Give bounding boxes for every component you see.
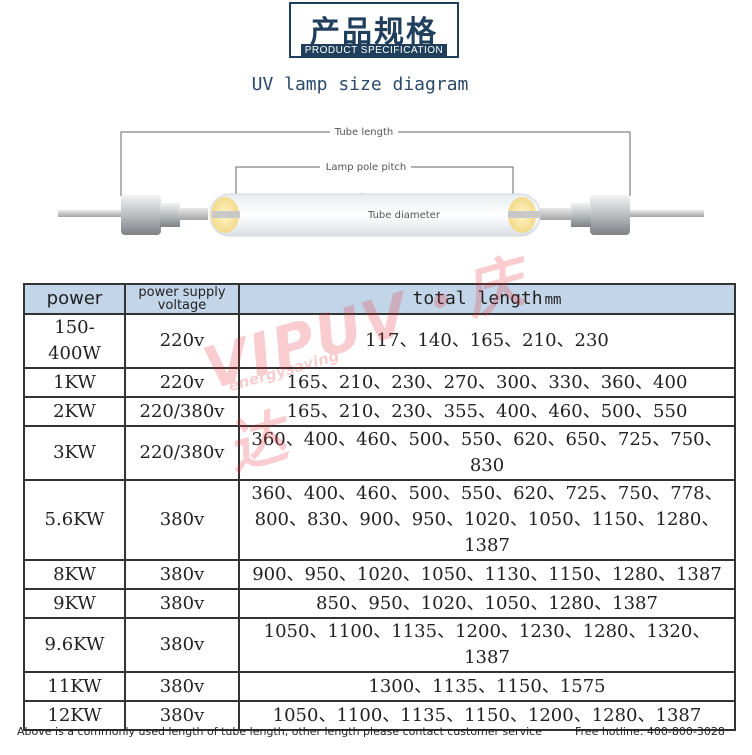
cell-power: 9KW — [23, 588, 126, 619]
cell-voltage: 380v — [124, 559, 240, 590]
cell-voltage: 380v — [124, 700, 240, 731]
cell-voltage: 380v — [124, 617, 240, 673]
cell-lengths: 360、400、460、500、550、620、725、750、778、800、… — [238, 479, 736, 561]
cell-voltage: 220v — [124, 313, 240, 369]
header-title-en: PRODUCT SPECIFICATION — [301, 44, 447, 57]
cell-lengths: 1300、1135、1150、1575 — [238, 671, 736, 702]
cell-lengths: 165、210、230、270、300、330、360、400 — [238, 367, 736, 398]
cell-lengths: 850、950、1020、1050、1280、1387 — [238, 588, 736, 619]
header-voltage: power supply voltage — [124, 283, 240, 315]
cell-lengths: 900、950、1020、1050、1130、1150、1280、1387 — [238, 559, 736, 590]
cell-power: 3KW — [23, 425, 126, 481]
left-cap — [121, 195, 161, 235]
cell-power: 2KW — [23, 396, 126, 427]
dimension-lines — [120, 131, 631, 236]
diagram-title: UV lamp size diagram — [251, 74, 469, 95]
cell-lengths: 165、210、230、355、400、460、500、550 — [238, 396, 736, 427]
cell-lengths: 1050、1100、1135、1150、1200、1280、1387 — [238, 700, 736, 731]
cell-lengths: 117、140、165、210、230 — [238, 313, 736, 369]
label-lamp-pole-pitch: Lamp pole pitch — [326, 162, 406, 173]
cell-power: 150-400W — [23, 313, 126, 369]
header-box: 产品规格 PRODUCT SPECIFICATION — [289, 2, 459, 58]
cell-voltage: 380v — [124, 479, 240, 561]
label-tube-diameter: Tube diameter — [367, 210, 441, 221]
cell-power: 12KW — [23, 700, 126, 731]
cell-power: 8KW — [23, 559, 126, 590]
right-wire — [628, 210, 704, 217]
cell-lengths: 360、400、460、500、550、620、650、725、750、830 — [238, 425, 736, 481]
cell-power: 11KW — [23, 671, 126, 702]
header-length-text: total length — [412, 287, 543, 309]
cell-voltage: 220/380v — [124, 425, 240, 481]
footer-hotline: Free hotline: 400-800-3028 — [575, 725, 725, 738]
footer-note: Above is a commonly used length of tube … — [17, 725, 542, 738]
label-tube-length: Tube length — [334, 127, 393, 138]
cell-voltage: 220/380v — [124, 396, 240, 427]
cell-voltage: 380v — [124, 671, 240, 702]
cell-power: 1KW — [23, 367, 126, 398]
cell-voltage: 380v — [124, 588, 240, 619]
header-power: power — [23, 283, 126, 315]
left-wire — [58, 210, 123, 217]
cell-power: 5.6KW — [23, 479, 126, 561]
header-length-unit: mm — [544, 291, 562, 308]
right-cap — [590, 195, 630, 235]
lamp-diagram: Tube length Lamp pole pitch Tube diamete… — [58, 127, 704, 237]
cell-lengths: 1050、1100、1135、1200、1230、1280、1320、1387 — [238, 617, 736, 673]
cell-power: 9.6KW — [23, 617, 126, 673]
cell-voltage: 220v — [124, 367, 240, 398]
